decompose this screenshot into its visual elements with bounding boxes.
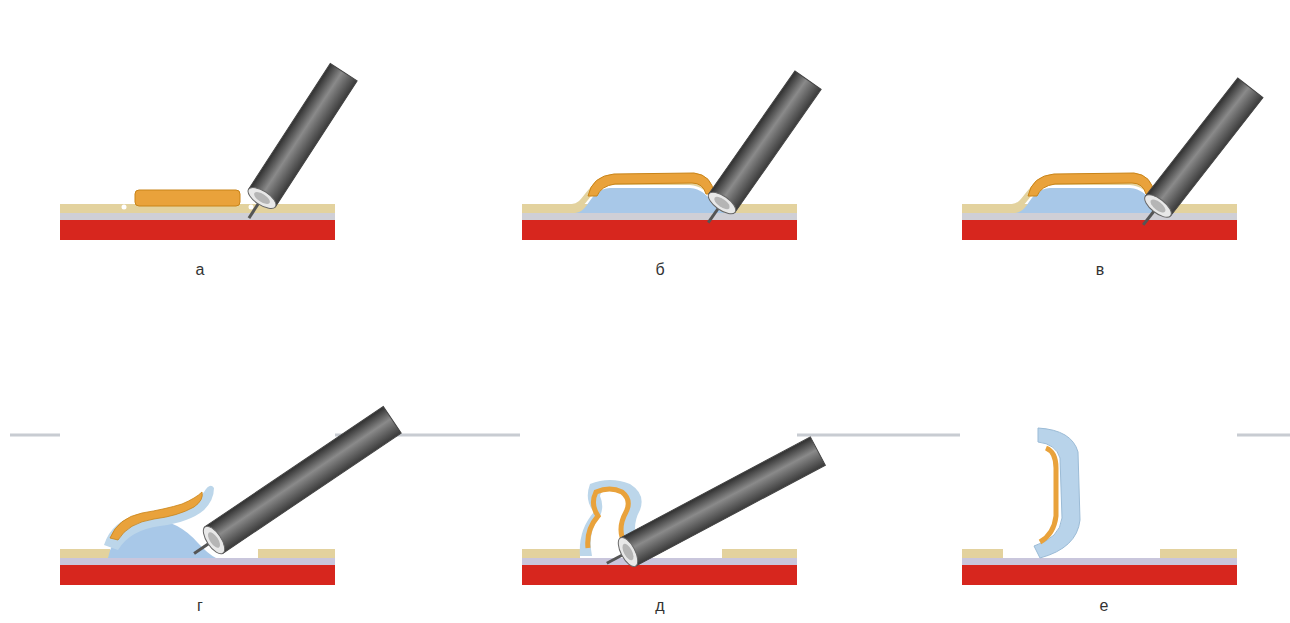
panel-letter: е (1100, 598, 1109, 614)
panel-a-art (60, 63, 357, 240)
panel-v-art (962, 78, 1263, 240)
panel-e-art (962, 428, 1237, 585)
panel-letter: д (655, 598, 664, 614)
panel-letter: а (196, 262, 205, 278)
panel-g-art (60, 407, 401, 585)
panel-d-art (522, 437, 825, 585)
panel-letter: г (197, 598, 203, 614)
panel-b-art (522, 71, 821, 240)
panel-letter: в (1096, 262, 1105, 278)
panel-letter: б (655, 262, 664, 278)
